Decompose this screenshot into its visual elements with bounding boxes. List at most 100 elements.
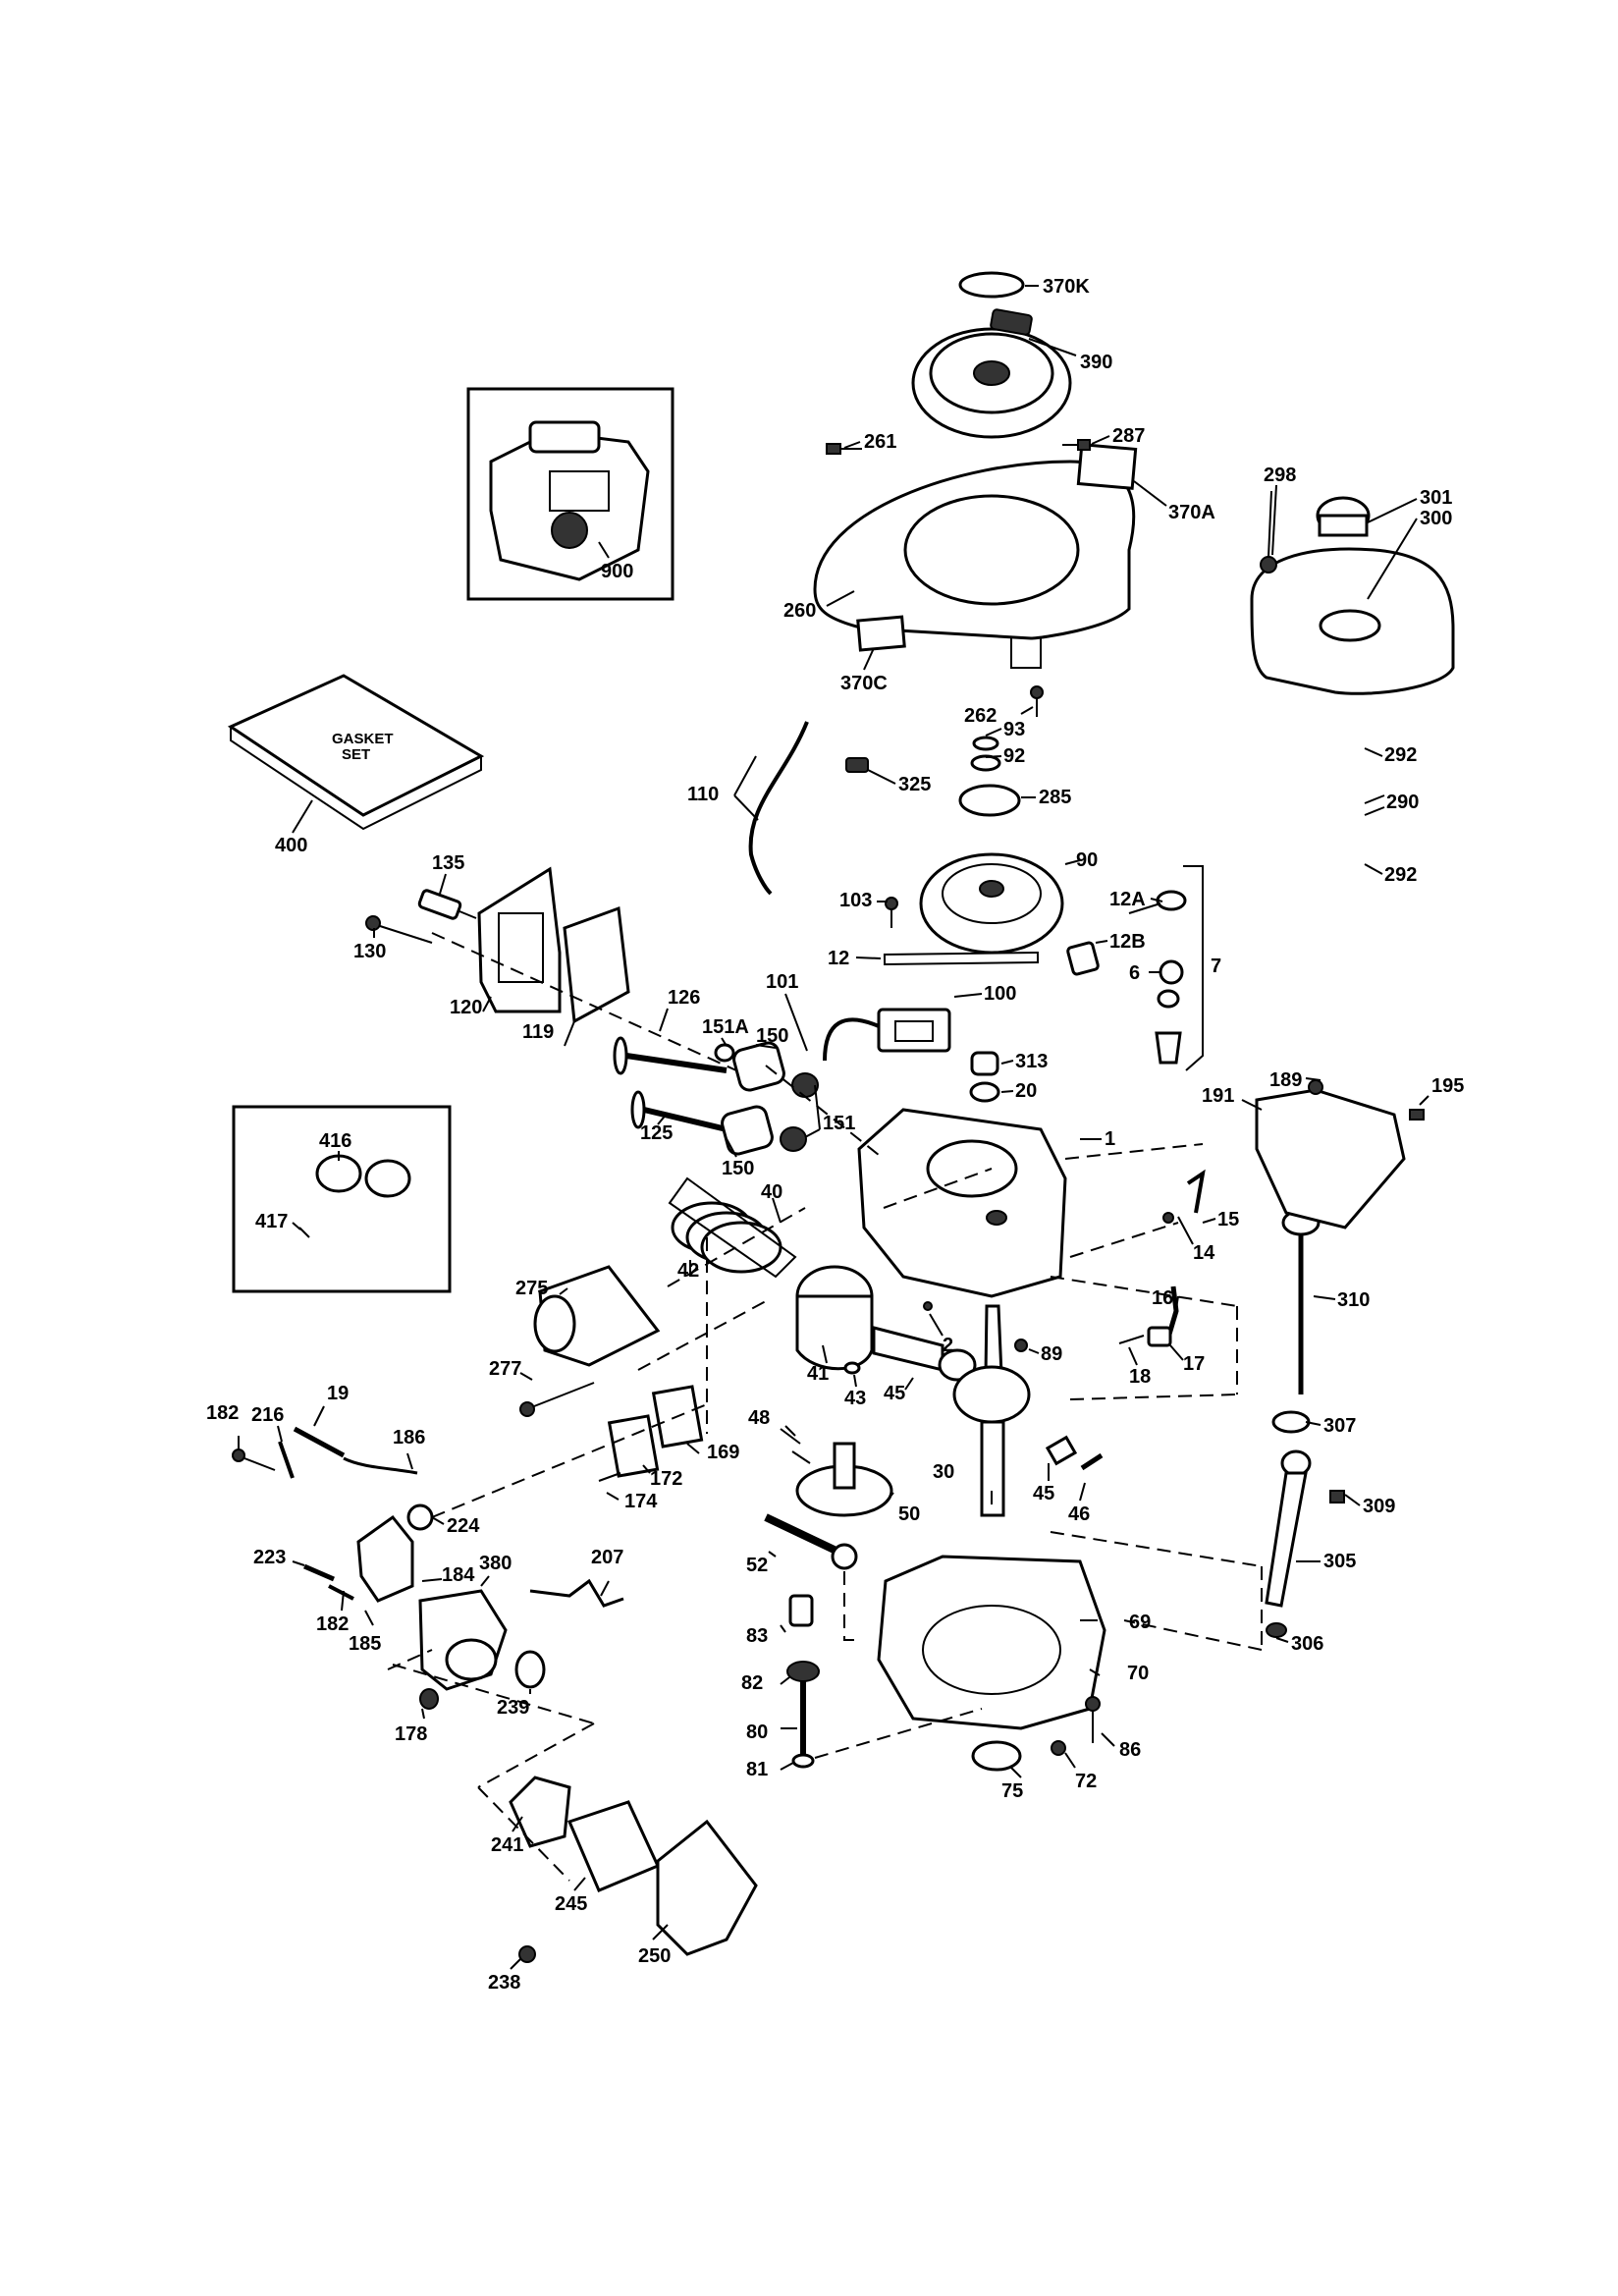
callout-172: 172 bbox=[650, 1468, 682, 1490]
air-filter-base-241 bbox=[509, 1776, 571, 1848]
washer-93-part bbox=[972, 736, 999, 751]
part-7-cup bbox=[1155, 1031, 1182, 1065]
screw-18 bbox=[1118, 1335, 1145, 1344]
valve-spring-150a-part bbox=[732, 1041, 785, 1092]
gasket-set-label-line2: SET bbox=[342, 746, 370, 763]
sump-cover-part bbox=[877, 1555, 1106, 1730]
callout-126: 126 bbox=[668, 987, 700, 1009]
callout-189: 189 bbox=[1269, 1069, 1302, 1091]
crankshaft-part bbox=[952, 1304, 1031, 1517]
screw-103-part bbox=[885, 897, 898, 928]
callout-306: 306 bbox=[1291, 1633, 1323, 1655]
bracket-7 bbox=[1183, 865, 1204, 1071]
seal-307-part bbox=[1271, 1410, 1311, 1434]
callout-305: 305 bbox=[1323, 1551, 1356, 1572]
callout-101: 101 bbox=[766, 971, 798, 993]
callout-130: 130 bbox=[353, 941, 386, 962]
part-224 bbox=[406, 1503, 434, 1531]
part-83 bbox=[788, 1594, 814, 1627]
callout-290: 290 bbox=[1386, 792, 1419, 813]
callout-185: 185 bbox=[349, 1633, 381, 1655]
seal-20-part bbox=[969, 1081, 1000, 1103]
intake-184 bbox=[356, 1514, 414, 1603]
oring-306-part bbox=[1266, 1622, 1287, 1638]
screw-261-part bbox=[826, 443, 862, 455]
callout-186: 186 bbox=[393, 1427, 425, 1449]
callout-400: 400 bbox=[275, 835, 307, 856]
callout-390: 390 bbox=[1080, 352, 1112, 373]
callout-184: 184 bbox=[442, 1564, 475, 1586]
callout-6: 6 bbox=[1129, 962, 1140, 984]
callout-245: 245 bbox=[555, 1893, 587, 1915]
callout-370K: 370K bbox=[1043, 276, 1090, 298]
callout-182a: 182 bbox=[206, 1402, 239, 1424]
callout-100: 100 bbox=[984, 983, 1016, 1005]
callout-292b: 292 bbox=[1384, 864, 1417, 886]
callout-417: 417 bbox=[255, 1211, 288, 1232]
muffler-part bbox=[533, 1265, 661, 1367]
retainer-151b-part bbox=[780, 1126, 807, 1152]
gasket-set-part: GASKET SET bbox=[227, 674, 485, 831]
clip-14 bbox=[1162, 1212, 1174, 1224]
callout-120: 120 bbox=[450, 997, 482, 1018]
callout-15: 15 bbox=[1217, 1209, 1239, 1230]
callout-75: 75 bbox=[1001, 1780, 1023, 1802]
screw-238 bbox=[518, 1945, 536, 1963]
callout-178: 178 bbox=[395, 1723, 427, 1745]
callout-7: 7 bbox=[1211, 956, 1221, 977]
callout-18: 18 bbox=[1129, 1366, 1151, 1388]
callout-224: 224 bbox=[447, 1515, 480, 1537]
callout-174: 174 bbox=[624, 1491, 658, 1512]
callout-238: 238 bbox=[488, 1972, 520, 1994]
callout-12B: 12B bbox=[1109, 931, 1146, 953]
callout-70: 70 bbox=[1127, 1663, 1149, 1684]
callout-285: 285 bbox=[1039, 787, 1071, 808]
callout-370C: 370C bbox=[840, 673, 888, 694]
part-178 bbox=[419, 1688, 439, 1710]
connecting-rod-part bbox=[872, 1326, 977, 1382]
callout-86: 86 bbox=[1119, 1739, 1141, 1761]
control-bracket-part bbox=[1255, 1088, 1406, 1230]
bolt-182a bbox=[232, 1449, 276, 1471]
decal-370c-part bbox=[856, 615, 906, 652]
callout-42: 42 bbox=[677, 1260, 699, 1282]
callout-82: 82 bbox=[741, 1672, 763, 1694]
callout-20: 20 bbox=[1015, 1080, 1037, 1102]
tappet-313-part bbox=[970, 1051, 999, 1076]
callout-72: 72 bbox=[1075, 1771, 1097, 1792]
callout-301: 301 bbox=[1420, 487, 1452, 509]
assembly-guide-lines bbox=[387, 932, 1263, 1882]
seal-370k-part bbox=[958, 271, 1025, 299]
ignition-armature-part bbox=[877, 1008, 951, 1053]
valve-125-part bbox=[630, 1090, 728, 1132]
callout-43: 43 bbox=[844, 1388, 866, 1409]
spring-207 bbox=[529, 1578, 624, 1608]
fuel-cap-part bbox=[1316, 496, 1371, 537]
clip-325-part bbox=[845, 757, 869, 773]
callout-12: 12 bbox=[828, 948, 849, 969]
callout-52: 52 bbox=[746, 1555, 768, 1576]
cylinder-head-part bbox=[477, 866, 562, 1013]
head-gasket-part bbox=[563, 905, 630, 1024]
part-7-washer bbox=[1157, 989, 1180, 1009]
part-89 bbox=[1014, 1339, 1028, 1352]
decal-370a-part bbox=[1076, 443, 1138, 490]
screw-189-part bbox=[1308, 1079, 1323, 1095]
part-17 bbox=[1147, 1326, 1172, 1347]
callout-90: 90 bbox=[1076, 849, 1098, 871]
valve-126-part bbox=[613, 1036, 728, 1075]
air-filter-cover-250 bbox=[656, 1819, 758, 1956]
callout-69: 69 bbox=[1129, 1612, 1151, 1633]
ring-box bbox=[668, 1176, 797, 1279]
callout-287: 287 bbox=[1112, 425, 1145, 447]
callout-50: 50 bbox=[898, 1503, 920, 1525]
callout-250: 250 bbox=[638, 1945, 671, 1967]
shaft-52-part bbox=[764, 1513, 858, 1570]
callout-313: 313 bbox=[1015, 1051, 1048, 1072]
callout-277: 277 bbox=[489, 1358, 521, 1380]
spark-plug-part bbox=[417, 889, 477, 920]
callout-416: 416 bbox=[319, 1130, 351, 1152]
callout-151: 151 bbox=[823, 1113, 855, 1134]
screw-182b bbox=[328, 1584, 354, 1601]
